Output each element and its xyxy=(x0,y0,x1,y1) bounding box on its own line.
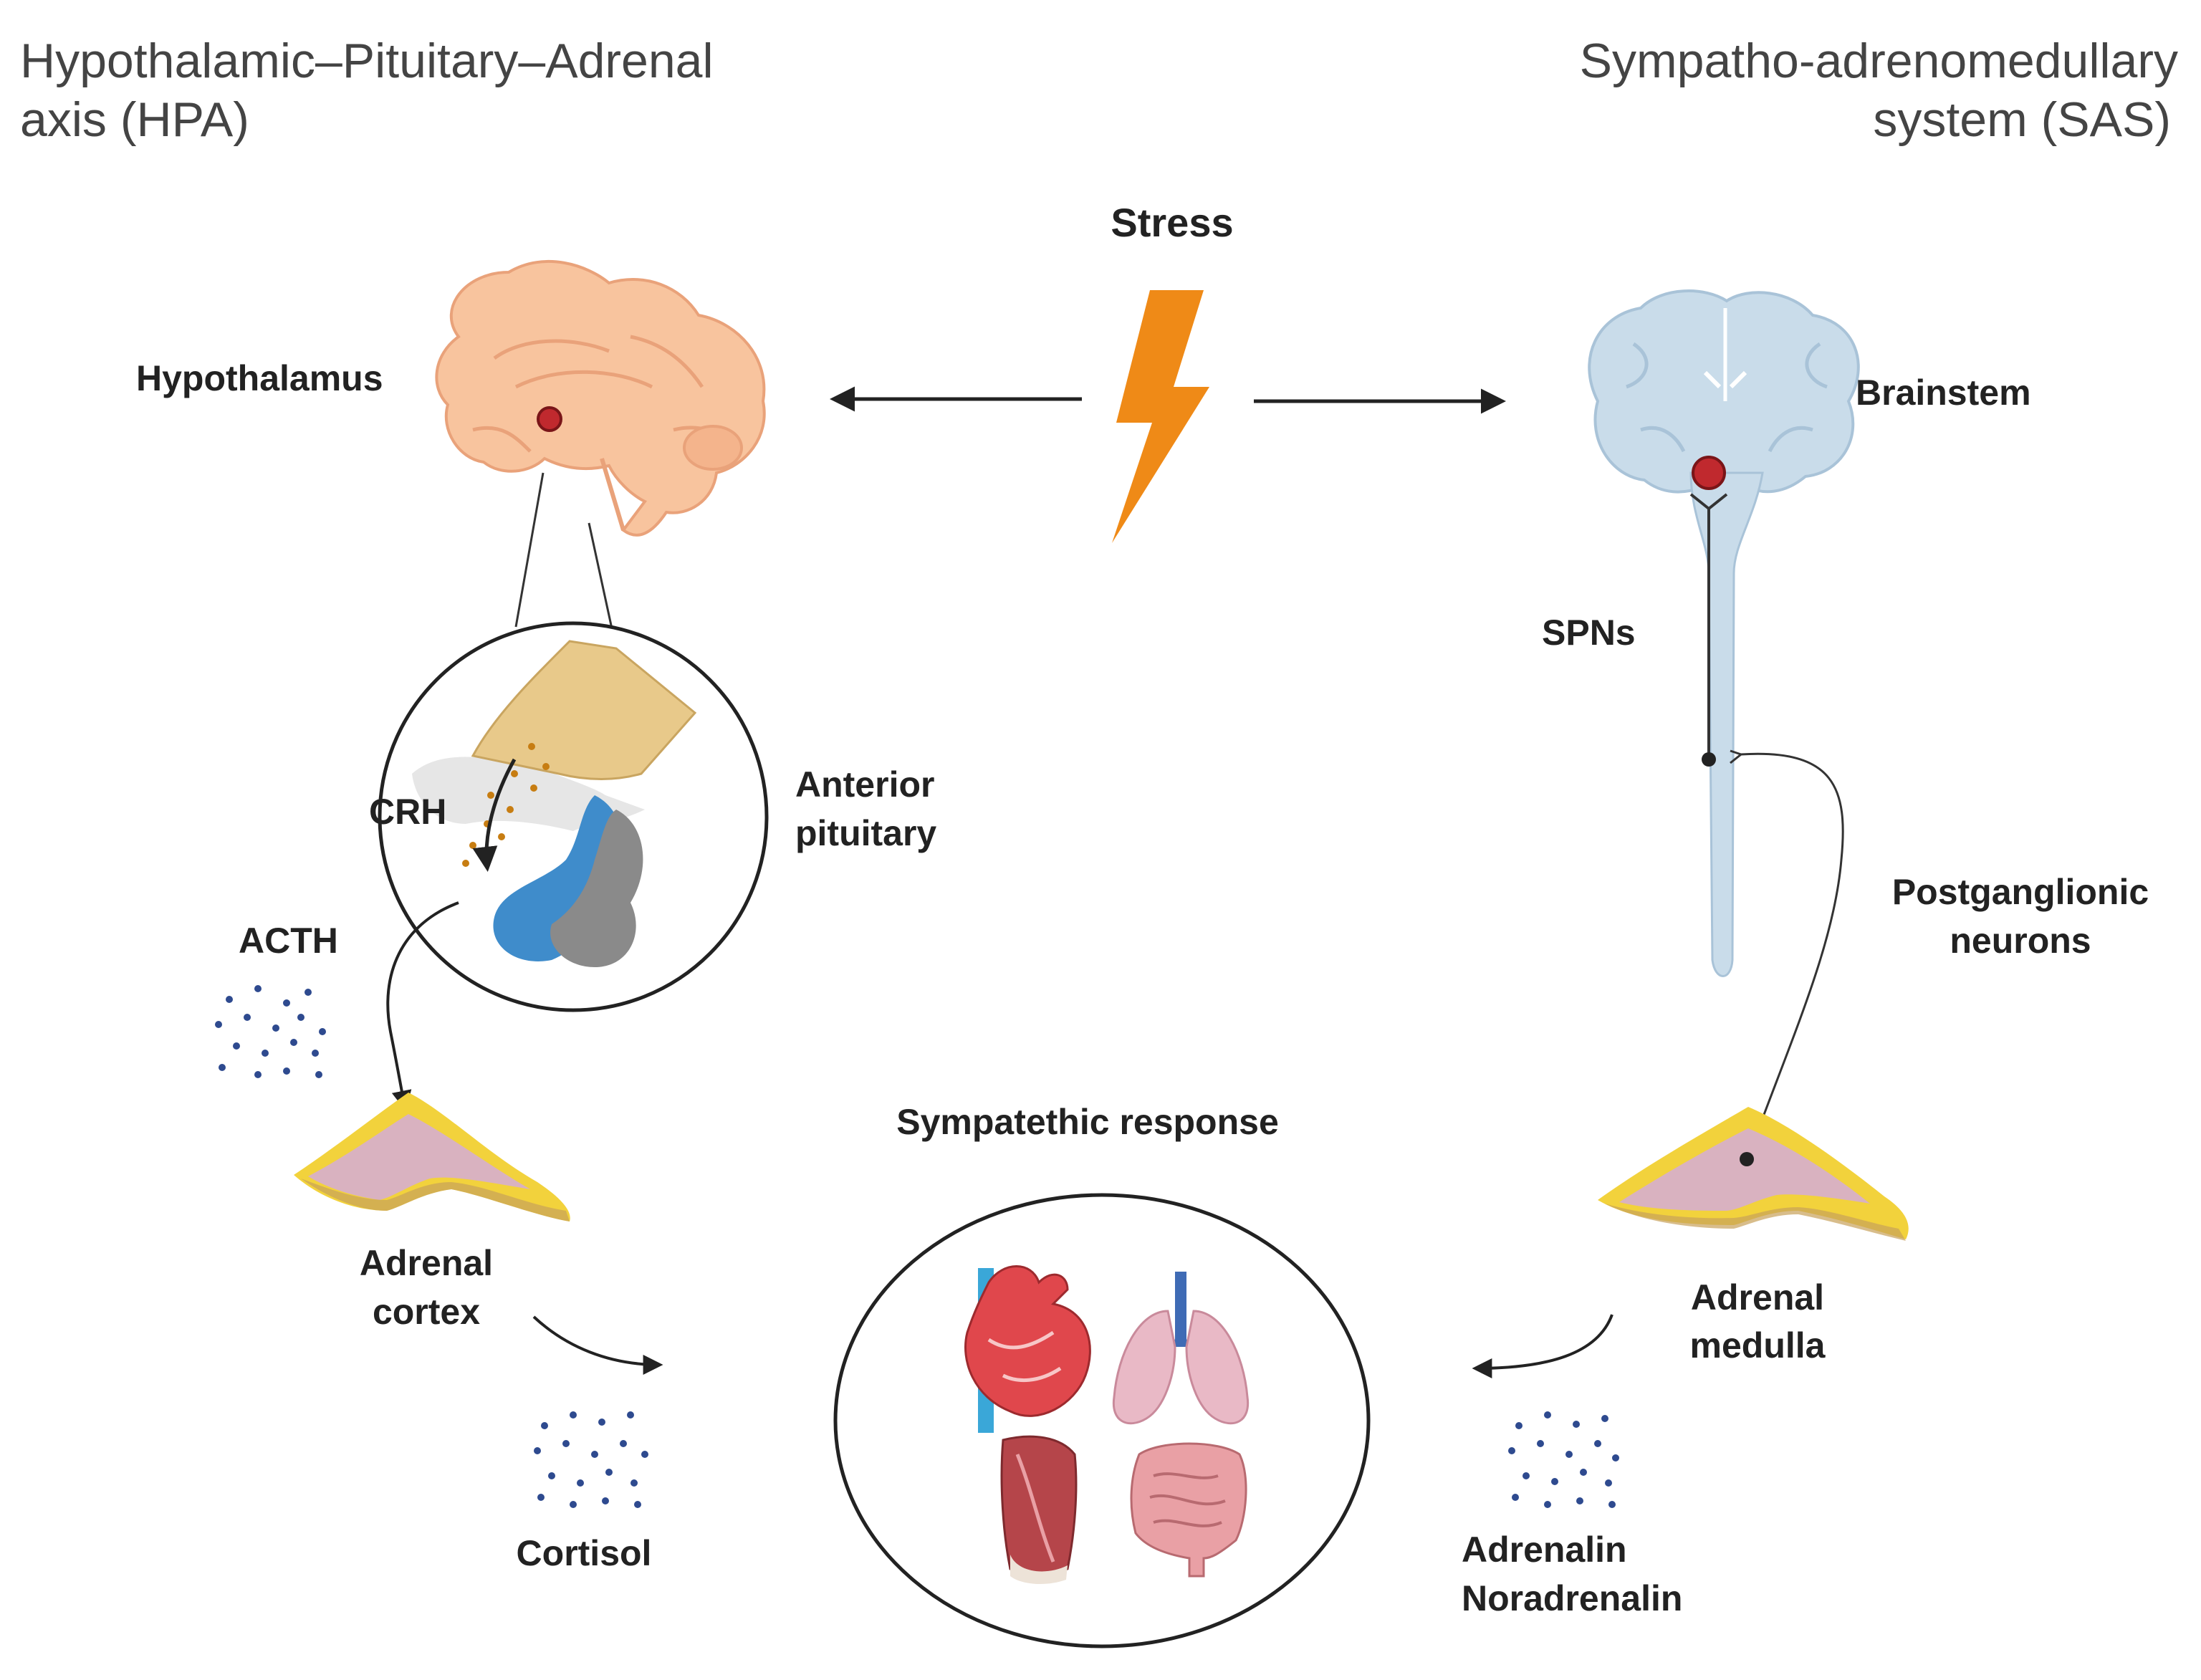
acth-molecules-icon xyxy=(215,985,326,1078)
lightning-bolt-icon xyxy=(1112,290,1209,543)
postganglionic-label-line2: neurons xyxy=(1950,921,2091,961)
crh-label: CRH xyxy=(369,792,446,832)
spns-label: SPNs xyxy=(1542,613,1636,653)
stress-label: Stress xyxy=(1111,200,1233,245)
brainstem-nucleus-icon xyxy=(1692,456,1726,490)
brainstem-label: Brainstem xyxy=(1856,373,2031,413)
sas-title-line2: system (SAS) xyxy=(1873,92,2171,147)
acth-label: ACTH xyxy=(239,921,338,961)
adrenal-cortex-label-line1: Adrenal xyxy=(360,1243,493,1283)
pituitary-zoom-circle xyxy=(378,621,769,1012)
noradrenalin-label: Noradrenalin xyxy=(1462,1578,1682,1618)
adrenal-cortex-icon xyxy=(294,1093,570,1221)
pituitary-to-adrenal-cortex-arrow xyxy=(386,901,459,1111)
zoom-line-left xyxy=(514,472,545,628)
adrenalin-arrow xyxy=(1472,1314,1613,1378)
spinal-cord-icon xyxy=(1689,471,1764,977)
lungs-icon xyxy=(1112,1272,1250,1425)
organs-circle xyxy=(833,1193,1371,1648)
hpa-brain-icon xyxy=(435,260,766,537)
sas-brain-icon xyxy=(1588,289,1860,977)
anterior-pituitary-label-line2: pituitary xyxy=(795,813,936,853)
cortisol-label: Cortisol xyxy=(517,1533,652,1573)
cortisol-molecules-icon xyxy=(534,1411,648,1508)
anterior-pituitary-label-line1: Anterior xyxy=(795,764,934,805)
cortisol-arrow xyxy=(532,1315,663,1375)
hypothalamus-nucleus-icon xyxy=(537,406,562,432)
heart-icon xyxy=(964,1265,1091,1433)
adrenalin-molecules-icon xyxy=(1508,1411,1619,1508)
adrenalin-label: Adrenalin xyxy=(1462,1530,1627,1570)
muscle-icon xyxy=(1000,1435,1078,1585)
hypothalamus-label: Hypothalamus xyxy=(136,358,383,398)
postganglionic-label-line1: Postganglionic xyxy=(1892,872,2149,912)
hpa-title-line1: Hypothalamic–Pituitary–Adrenal xyxy=(20,34,714,88)
intestine-icon xyxy=(1130,1442,1247,1578)
adrenal-medulla-label-line1: Adrenal xyxy=(1691,1277,1824,1317)
hpa-title-line2: axis (HPA) xyxy=(20,92,249,147)
postganglionic-neuron-line xyxy=(1740,752,1844,1158)
adrenal-medulla-icon xyxy=(1598,1107,1909,1241)
zoom-line-right xyxy=(588,522,614,633)
adrenal-medulla-label-line2: medulla xyxy=(1690,1325,1826,1365)
sympathetic-response-label: Sympatethic response xyxy=(896,1102,1279,1142)
sas-title-line1: Sympatho-adrenomedullary xyxy=(1580,34,2178,88)
adrenal-cortex-label-line2: cortex xyxy=(373,1292,480,1332)
